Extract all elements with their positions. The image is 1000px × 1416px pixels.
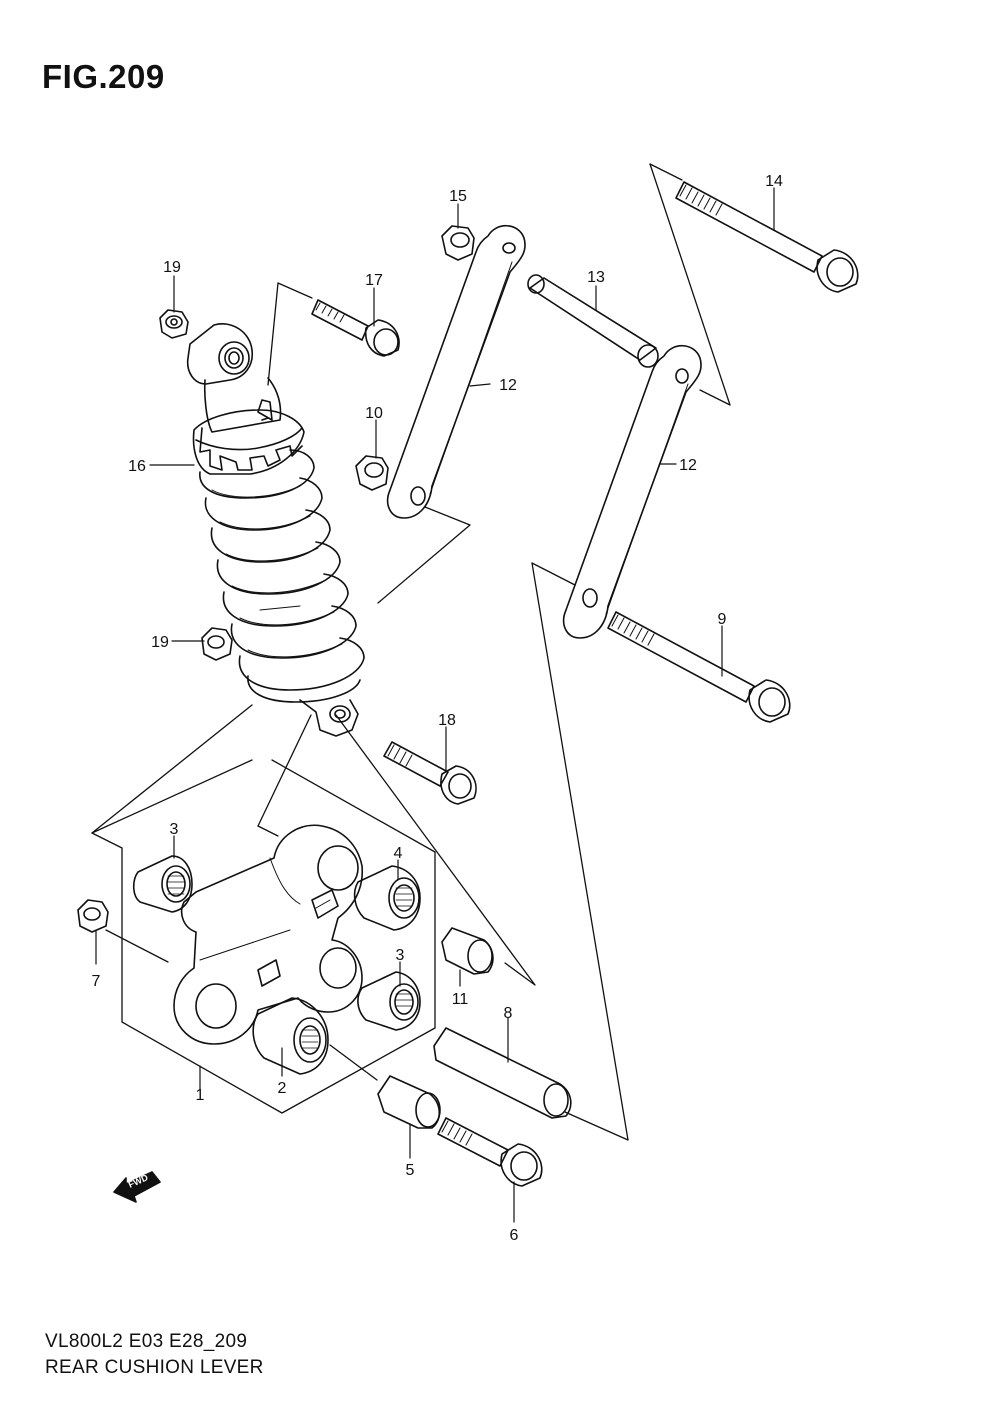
callout-leaders	[95, 187, 775, 1223]
part-9-long-bolt	[607, 611, 791, 723]
model-code: VL800L2 E03 E28_209	[45, 1331, 248, 1352]
part-12-link-plate-lower	[562, 344, 702, 639]
part-2-bearing	[252, 997, 329, 1075]
callout-9: 9	[718, 611, 727, 628]
callout-15: 15	[449, 188, 467, 205]
part-15-nut	[441, 225, 475, 261]
fwd-arrow-icon: FWD	[113, 1171, 161, 1203]
part-3-upper-bearing	[132, 855, 193, 913]
callout-13: 13	[587, 269, 605, 286]
part-5-spacer	[377, 1075, 441, 1129]
callout-19-upper: 19	[163, 259, 181, 276]
part-10-nut	[355, 455, 389, 491]
callout-1: 1	[196, 1087, 205, 1104]
part-18-bolt	[383, 741, 477, 805]
part-11-spacer	[441, 927, 494, 975]
callout-7: 7	[92, 973, 101, 990]
part-14-long-bolt	[675, 181, 859, 293]
part-7-nut	[77, 899, 109, 933]
callout-labels: 1 2 3 3 4 5 6 7 8 9 10 11 12 12 13 14 15…	[92, 173, 783, 1244]
part-19-lower-nut	[201, 627, 233, 661]
callout-16: 16	[128, 458, 146, 475]
callout-2: 2	[278, 1080, 287, 1097]
part-19-upper-nut	[159, 309, 189, 339]
callout-12-upper: 12	[499, 377, 517, 394]
part-16-rear-shock-absorber	[186, 323, 365, 737]
part-6-bolt	[437, 1117, 543, 1187]
part-3-lower-bearing	[357, 971, 421, 1031]
callout-17: 17	[365, 272, 383, 289]
callout-14: 14	[765, 173, 783, 190]
callout-8: 8	[504, 1005, 513, 1022]
callout-3-lower: 3	[396, 947, 405, 964]
part-13-collar	[527, 274, 659, 368]
callout-5: 5	[406, 1162, 415, 1179]
part-8-long-collar	[433, 1027, 572, 1119]
callout-6: 6	[510, 1227, 519, 1244]
part-4-bearing	[353, 865, 421, 931]
callout-10: 10	[365, 405, 383, 422]
callout-12-lower: 12	[679, 457, 697, 474]
callout-18: 18	[438, 712, 456, 729]
callout-19-lower: 19	[151, 634, 169, 651]
callout-4: 4	[394, 845, 403, 862]
callout-3-upper: 3	[170, 821, 179, 838]
part-17-bolt	[311, 299, 400, 357]
part-1-cushion-lever	[173, 824, 363, 1045]
part-12-link-plate-upper	[386, 224, 526, 519]
assembly-guide-lines	[91, 163, 731, 1141]
callout-11: 11	[452, 991, 469, 1008]
figure-title: FIG.209	[42, 58, 165, 95]
figure-caption: REAR CUSHION LEVER	[45, 1357, 264, 1378]
